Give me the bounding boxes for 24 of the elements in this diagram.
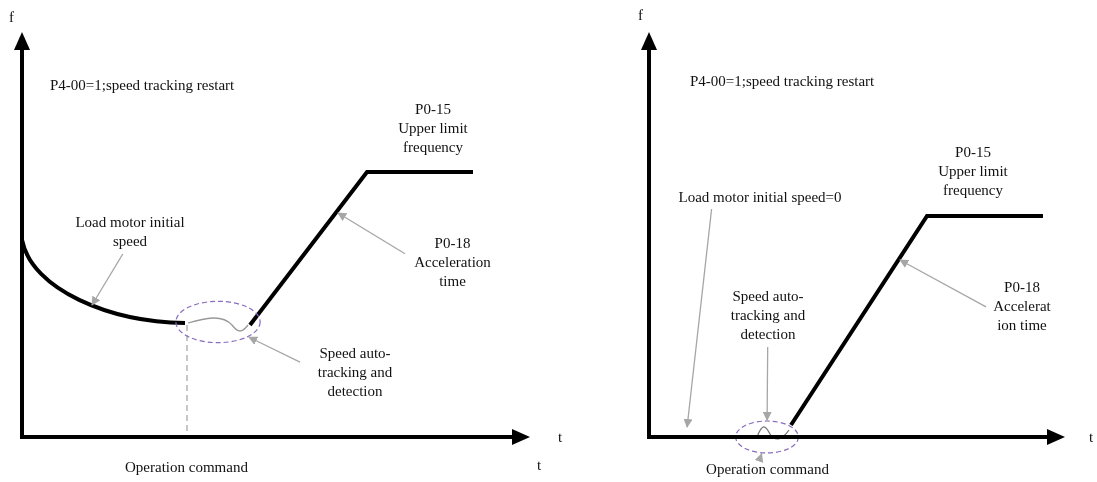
label-text: t <box>558 428 563 447</box>
leader-line <box>248 336 301 363</box>
leader-line <box>754 452 764 463</box>
leader-line <box>337 212 406 255</box>
leader-line <box>762 346 772 421</box>
callout-text: Operation command <box>706 459 829 479</box>
callout-text: P0-18 Acceleration time <box>413 233 492 291</box>
leader-line <box>91 253 124 306</box>
label-text: P0-15 Upper limit frequency <box>397 100 469 157</box>
callout-text: Speed auto-tracking and detection <box>729 286 807 344</box>
label-text: f <box>9 8 14 27</box>
label-text: f <box>638 6 643 25</box>
label-text: P4-00=1;speed tracking restart <box>690 72 875 91</box>
callout-text: Load motor initial speed=0 <box>678 187 842 207</box>
leader-line <box>899 259 987 308</box>
label-text: t <box>537 456 542 475</box>
label-text: Operation command <box>125 458 248 477</box>
label-text: t <box>1089 428 1094 447</box>
callout-text: Load motor initial speed <box>74 213 186 251</box>
callout-text: Speed auto-tracking and detection <box>316 343 394 401</box>
label-text: P0-15 Upper limit frequency <box>937 143 1009 200</box>
callout-text: P0-18 Accelerat ion time <box>992 277 1052 335</box>
leader-line <box>683 208 713 428</box>
label-text: P4-00=1;speed tracking restart <box>50 76 235 95</box>
